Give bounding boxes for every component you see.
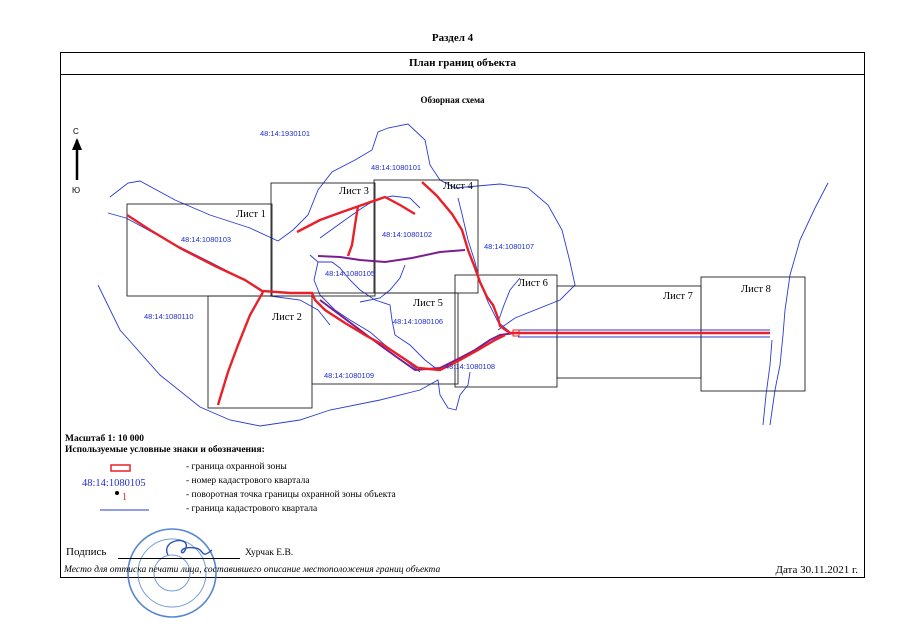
scheme-title: Обзорная схема xyxy=(420,95,485,105)
sheet-label-8: Лист 8 xyxy=(741,284,771,295)
cadastral-boundary-line xyxy=(97,284,471,427)
signature-scribble xyxy=(165,539,213,556)
cadastral-boundary-line xyxy=(269,295,331,326)
cadastral-label: 48:14:1080110 xyxy=(144,312,194,321)
cadastral-label: 48:14:1080107 xyxy=(484,242,534,251)
cadastral-boundary-line xyxy=(762,339,773,426)
cadastral-boundary-line xyxy=(497,277,521,323)
cadastral-boundary-line xyxy=(457,197,511,333)
sheet-frame-5 xyxy=(311,292,459,385)
legend-zone-symbol xyxy=(110,464,131,472)
protection-zone-line xyxy=(421,181,770,335)
cadastral-label: 48:14:1080106 xyxy=(393,317,443,326)
map-scale: Масштаб 1: 10 000 xyxy=(65,434,145,444)
cadastral-boundary-line xyxy=(309,254,439,371)
cadastral-boundary-line xyxy=(769,182,829,426)
sheet-label-4: Лист 4 xyxy=(443,181,474,192)
turning-point-marker xyxy=(512,329,520,337)
legend-item-zone: - граница охранной зоны xyxy=(186,462,287,472)
legend-point-number: 1 xyxy=(122,492,127,503)
signature-line xyxy=(118,558,240,559)
stamp xyxy=(127,528,217,618)
legend-cadastral-number: 48:14:1080105 xyxy=(82,478,146,489)
cadastral-label: 48:14:1080102 xyxy=(382,230,432,239)
compass-arrowhead xyxy=(72,138,82,150)
legend-heading-block: Масштаб 1: 10 000 Используемые условные … xyxy=(65,434,265,456)
legend-item-cadastral-border: - граница кадастрового квартала xyxy=(186,504,318,514)
sheet-label-5: Лист 5 xyxy=(413,298,443,309)
document-date: Дата 30.11.2021 г. xyxy=(775,564,858,576)
cadastral-labels: 48:14:1930101 48:14:1080101 48:14:108010… xyxy=(144,129,534,380)
cadastral-label: 48:14:1080101 xyxy=(371,163,421,172)
compass-south: Ю xyxy=(72,186,80,195)
cadastral-boundary-line xyxy=(359,264,406,303)
protection-zone-line xyxy=(296,195,416,234)
compass-north: С xyxy=(73,127,79,136)
sheet-frame-1 xyxy=(126,203,273,297)
protection-zone-line xyxy=(346,205,360,257)
document-frame: План границ объекта xyxy=(60,52,865,578)
sheet-labels: Лист 1 Лист 2 Лист 3 Лист 4 Лист 5 Лист … xyxy=(236,181,771,323)
legend-heading: Используемые условные знаки и обозначени… xyxy=(65,445,265,455)
cadastral-label: 48:14:1930101 xyxy=(260,129,310,138)
protection-zone-line xyxy=(126,213,419,369)
protection-zone-line xyxy=(216,291,265,406)
legend-item-cadastral-number: - номер кадастрового квартала xyxy=(186,476,310,486)
protection-zone-line xyxy=(417,333,506,372)
cadastral-label: 48:14:1080105 xyxy=(325,269,375,278)
legend-point-symbol xyxy=(115,491,119,495)
frame-header: План границ объекта xyxy=(61,53,864,75)
sheet-label-2: Лист 2 xyxy=(272,312,302,323)
protection-zone-lines xyxy=(126,181,770,406)
sheet-label-1: Лист 1 xyxy=(236,209,266,220)
section-title: Раздел 4 xyxy=(431,32,474,44)
sheet-label-7: Лист 7 xyxy=(663,291,693,302)
signature-label: Подпись xyxy=(66,546,107,558)
cadastral-boundary-line xyxy=(109,123,576,331)
stamp-note: Место для оттиска печати лица, составивш… xyxy=(64,565,441,575)
sheet-label-6: Лист 6 xyxy=(518,278,548,289)
sheet-frame-3 xyxy=(270,182,376,297)
signer-name: Хурчак Е.В. xyxy=(245,548,294,558)
sheet-label-3: Лист 3 xyxy=(339,186,369,197)
object-line xyxy=(317,249,466,264)
compass: С Ю xyxy=(72,127,82,195)
legend-item-turning-point: - поворотная точка границы охранной зоны… xyxy=(186,490,396,500)
object-line xyxy=(319,299,516,372)
cadastral-label: 48:14:1080103 xyxy=(181,235,231,244)
cadastral-label: 48:14:1080109 xyxy=(324,371,374,380)
cadastral-label: 48:14:1080108 xyxy=(445,362,495,371)
